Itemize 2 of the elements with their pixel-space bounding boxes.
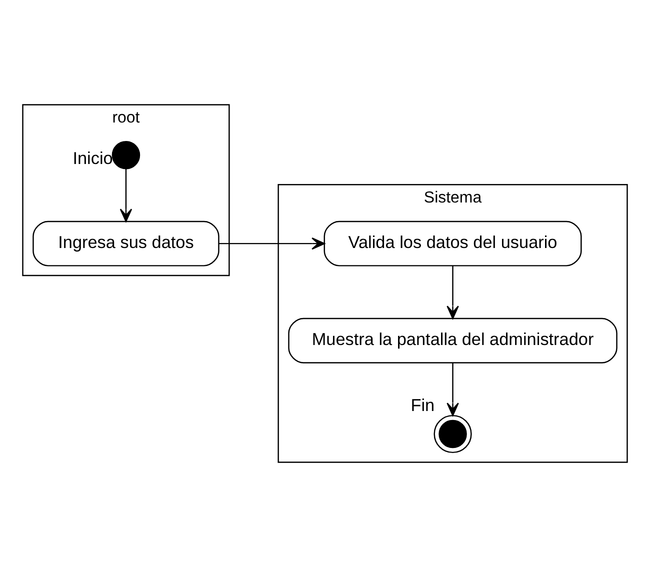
node-label: Fin [410,394,435,415]
node-label: Inicio [72,148,113,168]
